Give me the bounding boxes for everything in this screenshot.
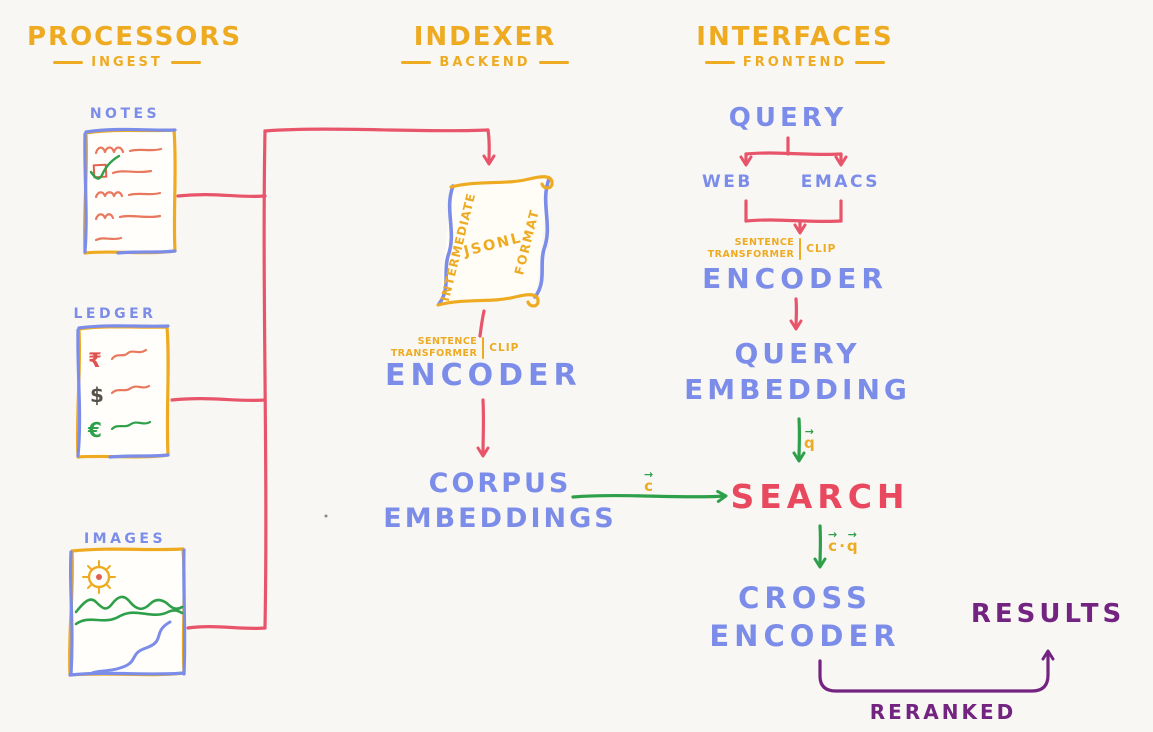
search-flow-arrows (571, 417, 827, 569)
interfaces-flow-arrows (739, 136, 848, 331)
river-sketch (90, 620, 172, 675)
stray-pen-mark (324, 514, 328, 518)
indexer-model-line1: SENTENCE (417, 336, 478, 347)
indexer-input-arrow (482, 128, 496, 166)
query-vector-letter: q (804, 434, 815, 452)
notes-checkmark-icon (89, 154, 121, 180)
scroll-top-curl (449, 175, 554, 190)
interfaces-header: INTERFACES FRONTEND (695, 22, 895, 70)
interfaces-model-line1: SENTENCE (734, 237, 795, 248)
vector-arrow-icon: → (828, 528, 838, 541)
similarity-vector-label: → c · → q (828, 528, 858, 555)
corpus-embeddings-label: CORPUS EMBEDDINGS (383, 468, 617, 535)
jsonl-scroll-icon: INTERMEDIATE JSONL FORMAT (436, 175, 554, 308)
notes-scribble-lines (94, 146, 163, 242)
interfaces-encoder-label: ENCODER (702, 262, 888, 295)
vector-arrow-icon: → (644, 468, 654, 481)
notes-to-trunk-line (176, 193, 267, 198)
corpus-vector-letter: c (644, 477, 654, 495)
images-to-trunk-line (186, 625, 267, 630)
ledger-inr-symbol: ₹ (88, 348, 102, 372)
sun-rays (82, 560, 116, 594)
indexer-model-label: SENTENCE TRANSFORMER CLIP (380, 336, 530, 360)
ledger-usd-symbol: $ (90, 383, 104, 407)
indexer-header: INDEXER BACKEND (385, 22, 585, 70)
vector-arrow-icon: → (804, 425, 814, 438)
ledger-eur-symbol: € (87, 418, 102, 442)
indexer-title: INDEXER (413, 22, 557, 52)
ledger-label: LEDGER (73, 306, 157, 322)
similarity-query-letter: q (846, 537, 858, 555)
scroll-to-encoder-line (478, 309, 486, 338)
interfaces-model-label: SENTENCE TRANSFORMER CLIP (702, 237, 842, 261)
cross-encoder-to-results-arrow (818, 649, 1055, 693)
dot-product-symbol: · (839, 536, 845, 555)
model-divider (799, 237, 802, 260)
images-label: IMAGES (83, 531, 167, 547)
indexer-flow-arrows (476, 309, 490, 458)
scroll-left-edge (437, 184, 455, 306)
similarity-corpus-letter: c (828, 537, 838, 555)
model-divider (482, 336, 485, 359)
query-embedding-label: QUERY EMBEDDING (684, 337, 911, 407)
ledger-document-icon: ₹ $ € (75, 324, 170, 459)
cross-encoder-label: CROSS ENCODER (709, 581, 901, 653)
corpus-vector-label: → c (644, 468, 654, 495)
mountains-sketch (74, 595, 184, 614)
interfaces-model-alt: CLIP (806, 242, 837, 255)
results-label: RESULTS (970, 599, 1126, 629)
vector-arrow-icon: → (847, 528, 857, 541)
interfaces-subtitle: FRONTEND (695, 55, 895, 70)
processors-title: PROCESSORS (27, 22, 243, 52)
images-picture-icon (67, 547, 187, 677)
processors-subtitle: INGEST (27, 55, 227, 70)
scroll-right-edge (533, 177, 551, 299)
join-bar (744, 218, 843, 224)
trunk-line (262, 129, 268, 630)
search-label: SEARCH (730, 477, 910, 516)
indexer-encoder-label: ENCODER (385, 358, 582, 393)
interfaces-model-line2: TRANSFORMER (707, 248, 795, 260)
processors-header: PROCESSORS INGEST (27, 22, 243, 70)
query-branch-bar (744, 151, 843, 157)
reranked-flow-line (818, 649, 1055, 693)
indexer-model-line2: TRANSFORMER (390, 347, 478, 359)
trunk-to-indexer-line (263, 127, 490, 133)
interfaces-title: INTERFACES (696, 22, 894, 52)
web-label: WEB (702, 172, 753, 192)
notes-label: NOTES (89, 106, 161, 122)
indexer-subtitle: BACKEND (385, 55, 585, 70)
corpus-to-search-arrow (571, 489, 728, 503)
notes-document-icon (82, 127, 177, 255)
emacs-label: EMACS (800, 172, 880, 192)
reranked-label: RERANKED (869, 700, 1017, 724)
ingest-connector-lines (170, 127, 496, 630)
query-vector-label: → q (804, 425, 815, 452)
scroll-bottom-curl (436, 293, 540, 308)
ledger-to-trunk-line (170, 397, 267, 402)
client-row: WEB EMACS (702, 172, 880, 192)
indexer-model-alt: CLIP (489, 341, 520, 354)
query-label: QUERY (728, 103, 848, 133)
